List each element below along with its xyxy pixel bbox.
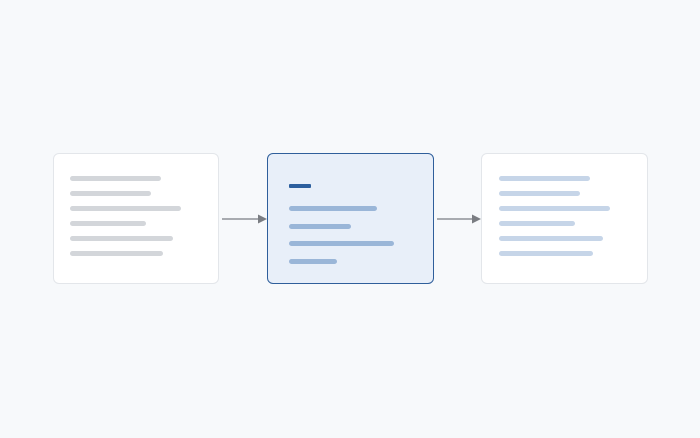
placeholder-line (499, 191, 580, 196)
placeholder-line (70, 221, 146, 226)
placeholder-line (289, 224, 351, 229)
right-panel (481, 153, 648, 284)
placeholder-line (499, 206, 610, 211)
placeholder-line (499, 221, 575, 226)
placeholder-line (289, 241, 394, 246)
placeholder-line (70, 236, 173, 241)
placeholder-line (70, 251, 163, 256)
placeholder-line (289, 259, 337, 264)
placeholder-line (70, 206, 181, 211)
arrow-left-to-center (222, 214, 267, 224)
arrow-center-to-right (437, 214, 481, 224)
accent-bar (289, 184, 311, 188)
center-panel (267, 153, 434, 284)
placeholder-line (499, 236, 603, 241)
placeholder-line (70, 191, 151, 196)
placeholder-line (499, 251, 593, 256)
placeholder-line (70, 176, 161, 181)
placeholder-line (499, 176, 590, 181)
placeholder-line (289, 206, 377, 211)
left-panel (53, 153, 219, 284)
